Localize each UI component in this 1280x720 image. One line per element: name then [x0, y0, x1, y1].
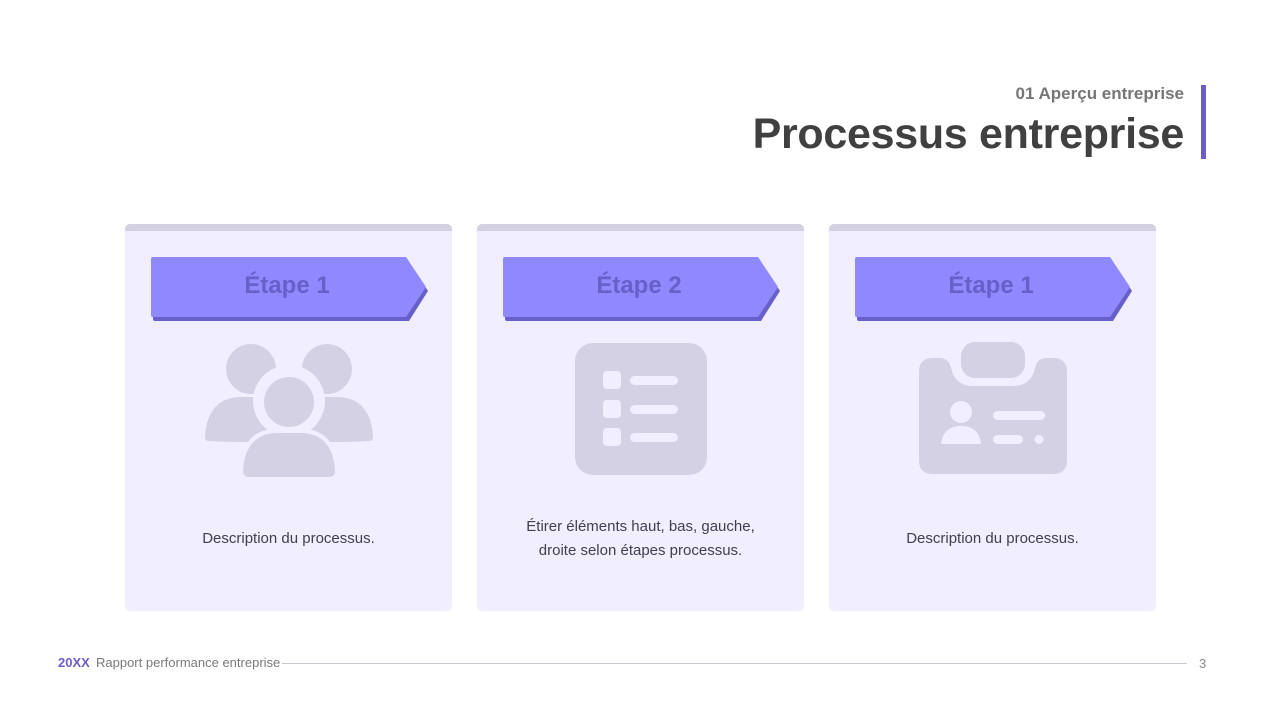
page-title: Processus entreprise: [752, 110, 1185, 158]
process-card-1[interactable]: Étape 1 Description du processus.: [125, 224, 452, 611]
card-top-strip: [477, 224, 804, 231]
footer-divider: [282, 663, 1187, 664]
step-badge: Étape 1: [855, 257, 1132, 321]
process-card-3[interactable]: Étape 1 Description du processus.: [829, 224, 1156, 611]
arrow-badge-shape: [855, 257, 1132, 321]
step-badge: Étape 2: [503, 257, 780, 321]
page-number: 3: [1199, 656, 1207, 671]
process-card-2[interactable]: Étape 2 Étirer éléments haut, bas, gauch…: [477, 224, 804, 611]
footer-year: 20XX: [58, 655, 90, 670]
title-accent-bar: [1201, 85, 1206, 159]
list-icon: [477, 336, 804, 481]
step-description: Description du processus.: [202, 530, 375, 547]
step-label: Étape 2: [596, 272, 682, 299]
step-description: Description du processus.: [906, 530, 1079, 547]
arrow-badge-shape: [151, 257, 428, 321]
section-subtitle: 01 Aperçu entreprise: [1015, 84, 1185, 103]
arrow-badge-shape: [503, 257, 780, 321]
card-top-strip: [829, 224, 1156, 231]
step-description: Étirer éléments haut, bas, gauche, droit…: [526, 518, 755, 559]
step-label: Étape 1: [948, 272, 1034, 299]
footer-report-title: Rapport performance entreprise: [96, 655, 281, 670]
step-label: Étape 1: [244, 272, 330, 299]
users-group-icon: [125, 336, 452, 481]
id-badge-icon: [829, 336, 1156, 481]
card-top-strip: [125, 224, 452, 231]
step-badge: Étape 1: [151, 257, 428, 321]
